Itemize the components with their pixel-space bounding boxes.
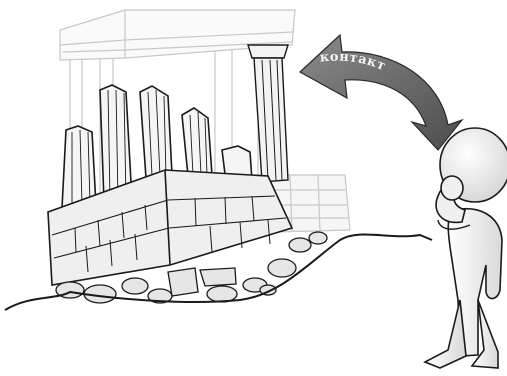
thinking-figure [425, 128, 507, 368]
contact-arrow: контакт [300, 35, 462, 150]
standing-column [248, 45, 288, 182]
